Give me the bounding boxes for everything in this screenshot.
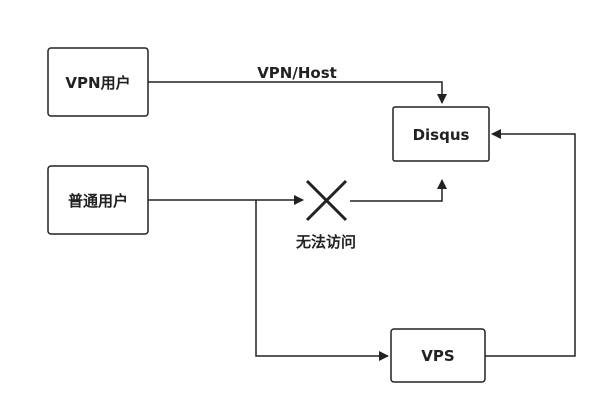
edge-vpn-user-to-disqus	[148, 81, 447, 104]
edge-label-blocked: 无法访问	[295, 233, 356, 251]
edge-blocked-to-disqus	[350, 179, 447, 202]
node-normal-user-label: 普通用户	[68, 192, 128, 210]
edge-label-vpn-host: VPN/Host	[257, 64, 337, 82]
edge-vps-to-disqus	[485, 129, 576, 357]
node-vpn-user: VPN用户	[47, 47, 149, 117]
node-vps-label: VPS	[421, 347, 454, 365]
node-normal-user: 普通用户	[47, 165, 149, 235]
node-vps: VPS	[390, 328, 486, 383]
node-vpn-user-label: VPN用户	[65, 74, 130, 92]
edge-normal-user-to-vps	[255, 200, 389, 361]
blocked-cross-icon	[305, 179, 348, 222]
node-disqus-label: Disqus	[413, 126, 470, 144]
node-disqus: Disqus	[392, 106, 490, 162]
